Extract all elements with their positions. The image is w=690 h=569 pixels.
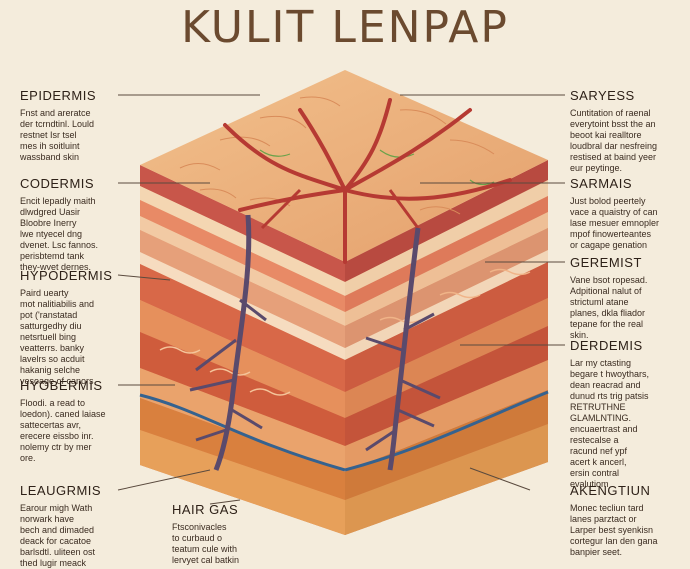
label-body: Floodi. a read to loedon). caned laiase … [20, 398, 106, 463]
label-body: Vane bsot ropesad. Adpitional nalut of s… [570, 275, 648, 340]
label-heading: HAIR GAS [172, 502, 239, 517]
label-akengtiun: AKENGTIUN Monec tecliun tard lanes parzt… [570, 483, 685, 558]
page-title: KULIT LENPAP [181, 2, 509, 53]
label-hyobermis: HYOBERMIS Floodi. a read to loedon). can… [20, 378, 152, 464]
label-codermis: CODERMIS Encit lepadly maith dlwdgred Ua… [20, 176, 152, 273]
label-body: Earour migh Wath norwark have bech and d… [20, 503, 96, 568]
label-heading: LEAUGRMIS [20, 483, 102, 498]
label-heading: HYOBERMIS [20, 378, 103, 393]
label-heading: SARMAIS [570, 176, 633, 191]
label-heading: SARYESS [570, 88, 635, 103]
label-heading: GEREMIST [570, 255, 642, 270]
label-body: Ftsconivacles to curbaud o teatum cule w… [172, 522, 240, 565]
label-body: Just bolod peertely vace a quaistry of c… [570, 196, 660, 250]
label-derdemis: DERDEMIS Lar my ctasting begare t hwoyth… [570, 338, 685, 490]
label-heading: HYPODERMIS [20, 268, 113, 283]
label-heading: DERDEMIS [570, 338, 643, 353]
label-leaugrmis: LEAUGRMIS Earour migh Wath norwark have … [20, 483, 152, 569]
label-sarmais: SARMAIS Just bolod peertely vace a quais… [570, 176, 685, 251]
label-body: Lar my ctasting begare t hwoythars, dean… [570, 358, 650, 489]
label-epidermis: EPIDERMIS Fnst and areratce der tcrndtin… [20, 88, 152, 163]
label-hypodermis: HYPODERMIS Paird uearty mot nalitiabilis… [20, 268, 152, 387]
label-heading: AKENGTIUN [570, 483, 651, 498]
label-body: Paird uearty mot nalitiabilis and pot ('… [20, 288, 95, 386]
label-geremist: GEREMIST Vane bsot ropesad. Adpitional n… [570, 255, 685, 341]
label-body: Cuntitation of raenal everytoint bsst th… [570, 108, 658, 173]
label-heading: EPIDERMIS [20, 88, 97, 103]
label-body: Fnst and areratce der tcrndtinl. Lould r… [20, 108, 95, 162]
label-hair-gas: HAIR GAS Ftsconivacles to curbaud o teat… [172, 502, 282, 566]
cube-top-face [140, 70, 548, 264]
label-heading: CODERMIS [20, 176, 95, 191]
skin-cross-section-illustration [117, 70, 565, 535]
label-saryess: SARYESS Cuntitation of raenal everytoint… [570, 88, 685, 174]
label-body: Monec tecliun tard lanes parztact or Lar… [570, 503, 658, 557]
cube-left-face [139, 165, 346, 535]
leader-lines [117, 94, 565, 505]
label-body: Encit lepadly maith dlwdgred Uasir Bloob… [20, 196, 99, 272]
vertical-vessels [189, 214, 441, 471]
